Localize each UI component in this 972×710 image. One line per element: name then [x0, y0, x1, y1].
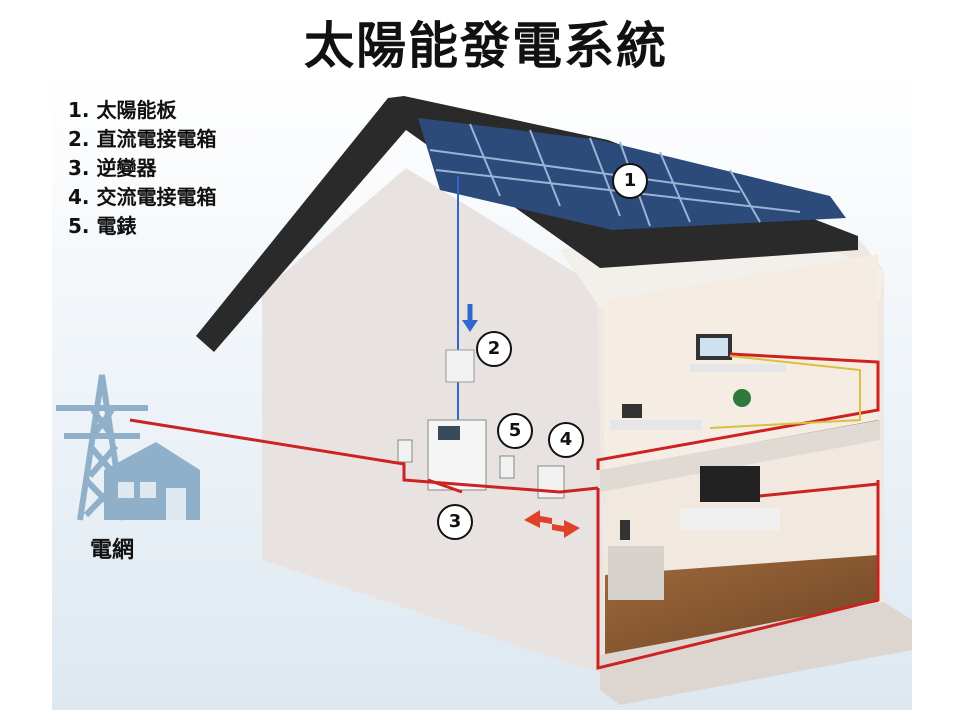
dc-combiner-box	[445, 349, 475, 383]
legend-item: 4. 交流電接電箱	[68, 185, 217, 209]
legend-list: 1. 太陽能板 2. 直流電接電箱 3. 逆變器 4. 交流電接電箱 5. 電錶	[68, 96, 216, 241]
globe-icon	[733, 389, 751, 407]
legend-item: 5. 電錶	[68, 214, 137, 238]
roof	[196, 96, 858, 352]
house-base	[600, 602, 912, 705]
living-room-furniture	[608, 466, 780, 600]
lower-room-floor	[605, 555, 878, 655]
grid-meter-box	[397, 439, 413, 463]
marker-ac-combiner: 4	[548, 422, 584, 458]
legend-item: 2. 直流電接電箱	[68, 127, 217, 151]
data-cable	[709, 355, 861, 429]
marker-solar-panel: 1	[612, 163, 648, 199]
legend-item: 3. 逆變器	[68, 156, 157, 180]
dc-arrow-head-icon	[462, 320, 478, 332]
page-title: 太陽能發電系統	[304, 17, 668, 75]
power-pylon-icon	[56, 374, 148, 521]
inverter-screen	[438, 426, 460, 440]
marker-energy-meter: 5	[497, 413, 533, 449]
marker-dc-combiner: 2	[476, 331, 512, 367]
ac-wires	[129, 352, 880, 670]
grid-house-icon	[104, 442, 200, 520]
grid-label: 電網	[90, 538, 135, 563]
floor-slab	[600, 420, 880, 492]
desk-furniture	[610, 334, 786, 430]
tv-icon	[700, 466, 760, 502]
bidirectional-flow-arrow-icon	[524, 510, 580, 538]
upper-room-wall	[604, 254, 878, 470]
energy-meter-box	[499, 455, 515, 479]
marker-inverter: 3	[437, 504, 473, 540]
legend-item: 1. 太陽能板	[68, 98, 177, 122]
